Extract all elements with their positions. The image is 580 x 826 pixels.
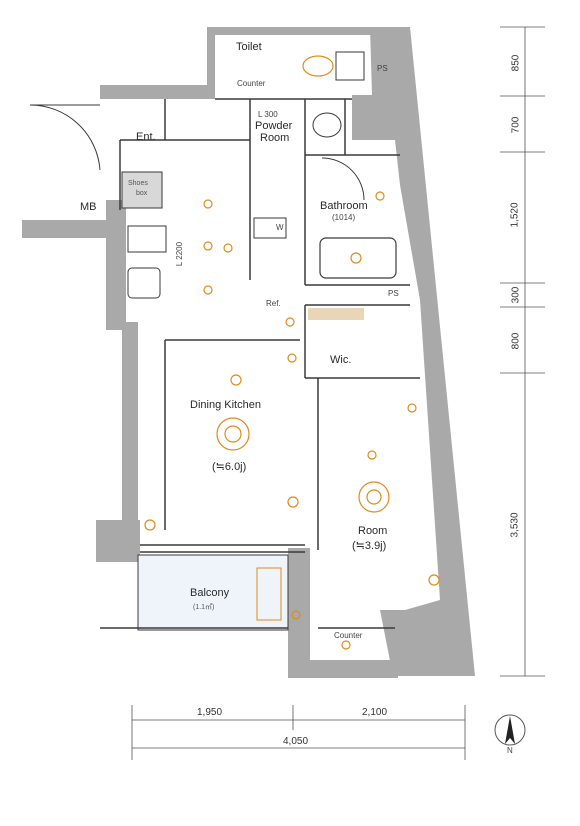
room-label-dining-kitchen-size: (≒6.0j) <box>212 461 247 473</box>
dimension-right-6: 3,530 <box>509 512 521 538</box>
shoes-box <box>121 171 163 209</box>
washer <box>253 217 287 239</box>
exterior-walls <box>22 27 475 678</box>
room-label-ps-mid: PS <box>388 289 399 298</box>
wic-shelf <box>308 308 364 320</box>
dimension-right-3: 1,520 <box>509 202 521 228</box>
room-label-balcony-size: (1.1㎡) <box>193 604 215 611</box>
room-label-counter-bottom: Counter <box>334 631 363 640</box>
ceiling-label-top: L 300 <box>258 110 278 119</box>
kitchen-sink <box>127 267 161 299</box>
bathtub <box>319 237 397 279</box>
room-label-bathroom-size: (1014) <box>332 213 356 222</box>
interior-walls <box>119 98 420 629</box>
balcony-unit <box>256 567 282 621</box>
room-label-bathroom: Bathroom <box>320 200 368 212</box>
room-label-shoes-box-1: Shoes <box>128 180 148 187</box>
dimension-right-1: 850 <box>510 54 522 72</box>
dimension-lines <box>131 26 545 760</box>
dimension-right-2: 700 <box>510 116 522 134</box>
room-label-ent: Ent. <box>136 131 156 143</box>
room-label-ref: Ref. <box>266 299 281 308</box>
ceiling-label-dk: L 2200 <box>175 241 185 267</box>
stove <box>127 225 167 253</box>
room-label-room-size: (≒3.9j) <box>352 540 387 552</box>
room-label-dining-kitchen: Dining Kitchen <box>190 399 261 411</box>
dimension-bottom-1: 1,950 <box>197 707 223 718</box>
toilet-tank <box>335 51 365 81</box>
room-label-mb: MB <box>80 201 97 213</box>
room-label-powder-room-2: Room <box>260 132 290 144</box>
room-label-wic: Wic. <box>330 354 352 366</box>
room-label-counter-top: Counter <box>237 79 266 88</box>
room-label-toilet: Toilet <box>236 41 262 53</box>
room-label-balcony: Balcony <box>190 587 230 599</box>
room-label-shoes-box-2: box <box>136 190 148 197</box>
dimension-right-4: 300 <box>510 286 522 304</box>
dimension-bottom-2: 2,100 <box>362 707 388 718</box>
entrance-door <box>29 104 365 201</box>
dimension-total: 4,050 <box>283 736 309 747</box>
room-label-w: W <box>276 223 284 232</box>
compass-label: N <box>507 746 513 755</box>
compass <box>494 714 526 746</box>
room-label-powder-room-1: Powder <box>255 120 293 132</box>
electrical-fixtures <box>144 191 440 650</box>
powder-sink <box>312 112 342 138</box>
room-label-room: Room <box>358 525 388 537</box>
room-label-ps-top: PS <box>377 64 388 73</box>
dimension-right-5: 800 <box>510 332 522 350</box>
toilet-fixture <box>302 55 334 77</box>
